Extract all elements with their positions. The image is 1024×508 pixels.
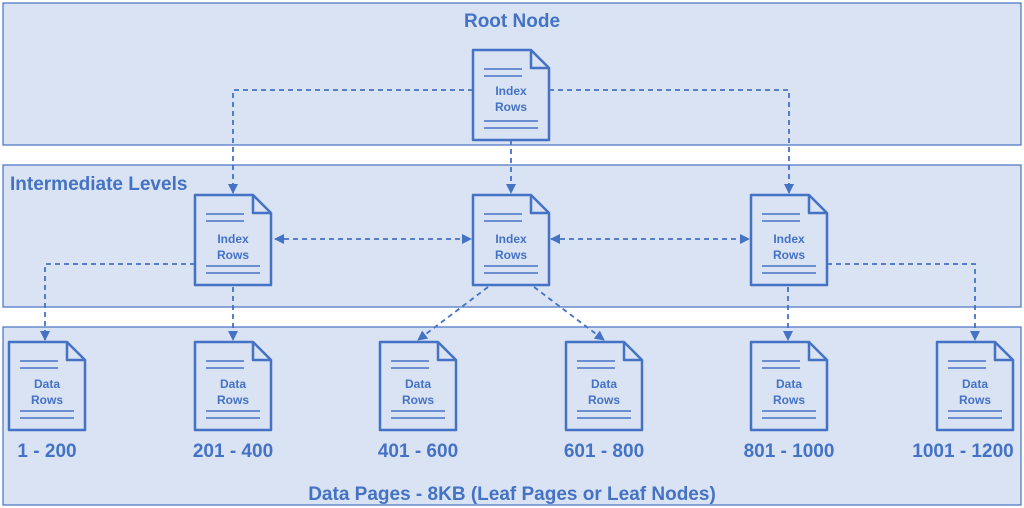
root-page-line2: Rows (495, 100, 527, 114)
leaf-page-line1: Data (962, 377, 988, 391)
intermediate-index-page-center: Index Rows (471, 193, 551, 287)
range-label-3: 401 - 600 (378, 441, 458, 462)
leaf-data-page-3: Data Rows (378, 340, 458, 432)
leaf-page-line2: Rows (773, 393, 805, 407)
leaf-page-line2: Rows (588, 393, 620, 407)
leaf-data-page-5: Data Rows (749, 340, 829, 432)
leaf-page-line2: Rows (31, 393, 63, 407)
intermediate-band-title: Intermediate Levels (10, 174, 187, 195)
intermediate-page-line1: Index (773, 232, 805, 246)
intermediate-page-line2: Rows (495, 248, 527, 262)
leaf-page-line1: Data (776, 377, 802, 391)
intermediate-page-line2: Rows (773, 248, 805, 262)
intermediate-page-line2: Rows (217, 248, 249, 262)
intermediate-center-to-leaf-3-connector (417, 286, 489, 341)
leaf-data-page-4: Data Rows (564, 340, 644, 432)
leaf-data-page-1: Data Rows (7, 340, 87, 432)
root-to-intermediate-right-connector (549, 89, 794, 194)
root-band-title: Root Node (464, 11, 560, 32)
root-page-line1: Index (495, 84, 527, 98)
leaf-page-line2: Rows (217, 393, 249, 407)
range-label-1: 1 - 200 (17, 441, 76, 462)
leaf-band-title: Data Pages - 8KB (Leaf Pages or Leaf Nod… (308, 484, 716, 505)
intermediate-left-to-leaf-1-connector (40, 263, 195, 341)
leaf-page-line1: Data (220, 377, 246, 391)
intermediate-index-page-left: Index Rows (193, 193, 273, 287)
leaf-band: Data Pages - 8KB (Leaf Pages or Leaf Nod… (2, 326, 1022, 506)
leaf-page-line2: Rows (959, 393, 991, 407)
leaf-page-line1: Data (591, 377, 617, 391)
leaf-page-line1: Data (405, 377, 431, 391)
intermediate-center-to-leaf-4-connector (533, 286, 605, 341)
range-label-6: 1001 - 1200 (912, 441, 1013, 462)
root-index-page: Index Rows (471, 48, 551, 142)
leaf-data-page-6: Data Rows (935, 340, 1015, 432)
range-labels: 1 - 200 201 - 400 401 - 600 601 - 800 80… (17, 441, 1013, 462)
range-label-2: 201 - 400 (193, 441, 273, 462)
leaf-page-line1: Data (34, 377, 60, 391)
intermediate-page-line1: Index (217, 232, 249, 246)
root-to-intermediate-left-connector (228, 89, 473, 194)
intermediate-right-to-leaf-6-connector (827, 263, 980, 341)
leaf-data-page-2: Data Rows (193, 340, 273, 432)
range-label-5: 801 - 1000 (744, 441, 835, 462)
intermediate-index-page-right: Index Rows (749, 193, 829, 287)
range-label-4: 601 - 800 (564, 441, 644, 462)
intermediate-page-line1: Index (495, 232, 527, 246)
leaf-page-line2: Rows (402, 393, 434, 407)
connectors (40, 89, 980, 341)
